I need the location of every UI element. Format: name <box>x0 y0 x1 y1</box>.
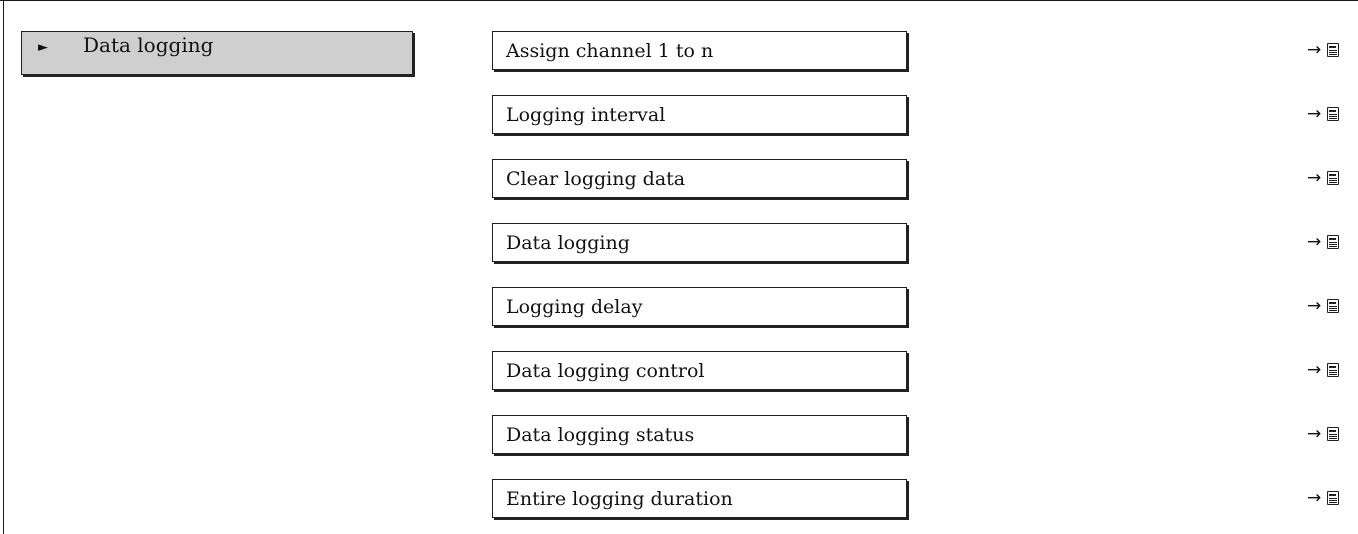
top-rule <box>0 0 1358 1</box>
parameter-box[interactable]: Data logging control <box>492 351 907 390</box>
parameter-row: Logging interval → <box>0 95 1358 135</box>
parameter-box[interactable]: Clear logging data <box>492 159 907 198</box>
page-reference[interactable]: → <box>1307 104 1340 124</box>
triangle-right-icon: ► <box>38 40 48 55</box>
right-arrow-icon: → <box>1307 40 1322 60</box>
page-reference[interactable]: → <box>1307 424 1340 444</box>
page-reference[interactable]: → <box>1307 40 1340 60</box>
right-arrow-icon: → <box>1307 424 1322 444</box>
parameter-row: Clear logging data → <box>0 159 1358 199</box>
parameter-label: Logging interval <box>506 104 666 126</box>
parameter-row: Data logging status → <box>0 415 1358 455</box>
right-arrow-icon: → <box>1307 168 1322 188</box>
parameter-box[interactable]: Logging delay <box>492 287 907 326</box>
left-rule <box>3 0 4 534</box>
page-reference[interactable]: → <box>1307 168 1340 188</box>
parameter-label: Clear logging data <box>506 168 686 190</box>
right-arrow-icon: → <box>1307 104 1322 124</box>
parameter-label: Data logging <box>506 232 630 254</box>
parameter-box[interactable]: Logging interval <box>492 95 907 134</box>
parameter-row: Data logging control → <box>0 351 1358 391</box>
right-arrow-icon: → <box>1307 232 1322 252</box>
parameter-label: Entire logging duration <box>506 488 733 510</box>
page-reference[interactable]: → <box>1307 488 1340 508</box>
submenu-data-logging[interactable]: ► Data logging <box>21 31 413 75</box>
document-icon <box>1327 171 1340 185</box>
parameter-label: Assign channel 1 to n <box>506 40 714 62</box>
page-reference[interactable]: → <box>1307 232 1340 252</box>
parameter-row: Entire logging duration → <box>0 479 1358 519</box>
document-icon <box>1327 235 1340 249</box>
parameter-box[interactable]: Data logging status <box>492 415 907 454</box>
parameter-label: Data logging status <box>506 424 695 446</box>
parameter-label: Logging delay <box>506 296 643 318</box>
document-icon <box>1327 491 1340 505</box>
submenu-label: Data logging <box>83 33 214 57</box>
right-arrow-icon: → <box>1307 488 1322 508</box>
page-reference[interactable]: → <box>1307 296 1340 316</box>
right-arrow-icon: → <box>1307 360 1322 380</box>
parameter-box[interactable]: Data logging <box>492 223 907 262</box>
parameter-row: Assign channel 1 to n → <box>0 31 1358 71</box>
parameter-box[interactable]: Entire logging duration <box>492 479 907 518</box>
document-icon <box>1327 363 1340 377</box>
parameter-row: Logging delay → <box>0 287 1358 327</box>
parameter-box[interactable]: Assign channel 1 to n <box>492 31 907 70</box>
document-icon <box>1327 427 1340 441</box>
parameter-row: Data logging → <box>0 223 1358 263</box>
document-icon <box>1327 43 1340 57</box>
right-arrow-icon: → <box>1307 296 1322 316</box>
document-icon <box>1327 107 1340 121</box>
page-reference[interactable]: → <box>1307 360 1340 380</box>
document-icon <box>1327 299 1340 313</box>
parameter-label: Data logging control <box>506 360 705 382</box>
